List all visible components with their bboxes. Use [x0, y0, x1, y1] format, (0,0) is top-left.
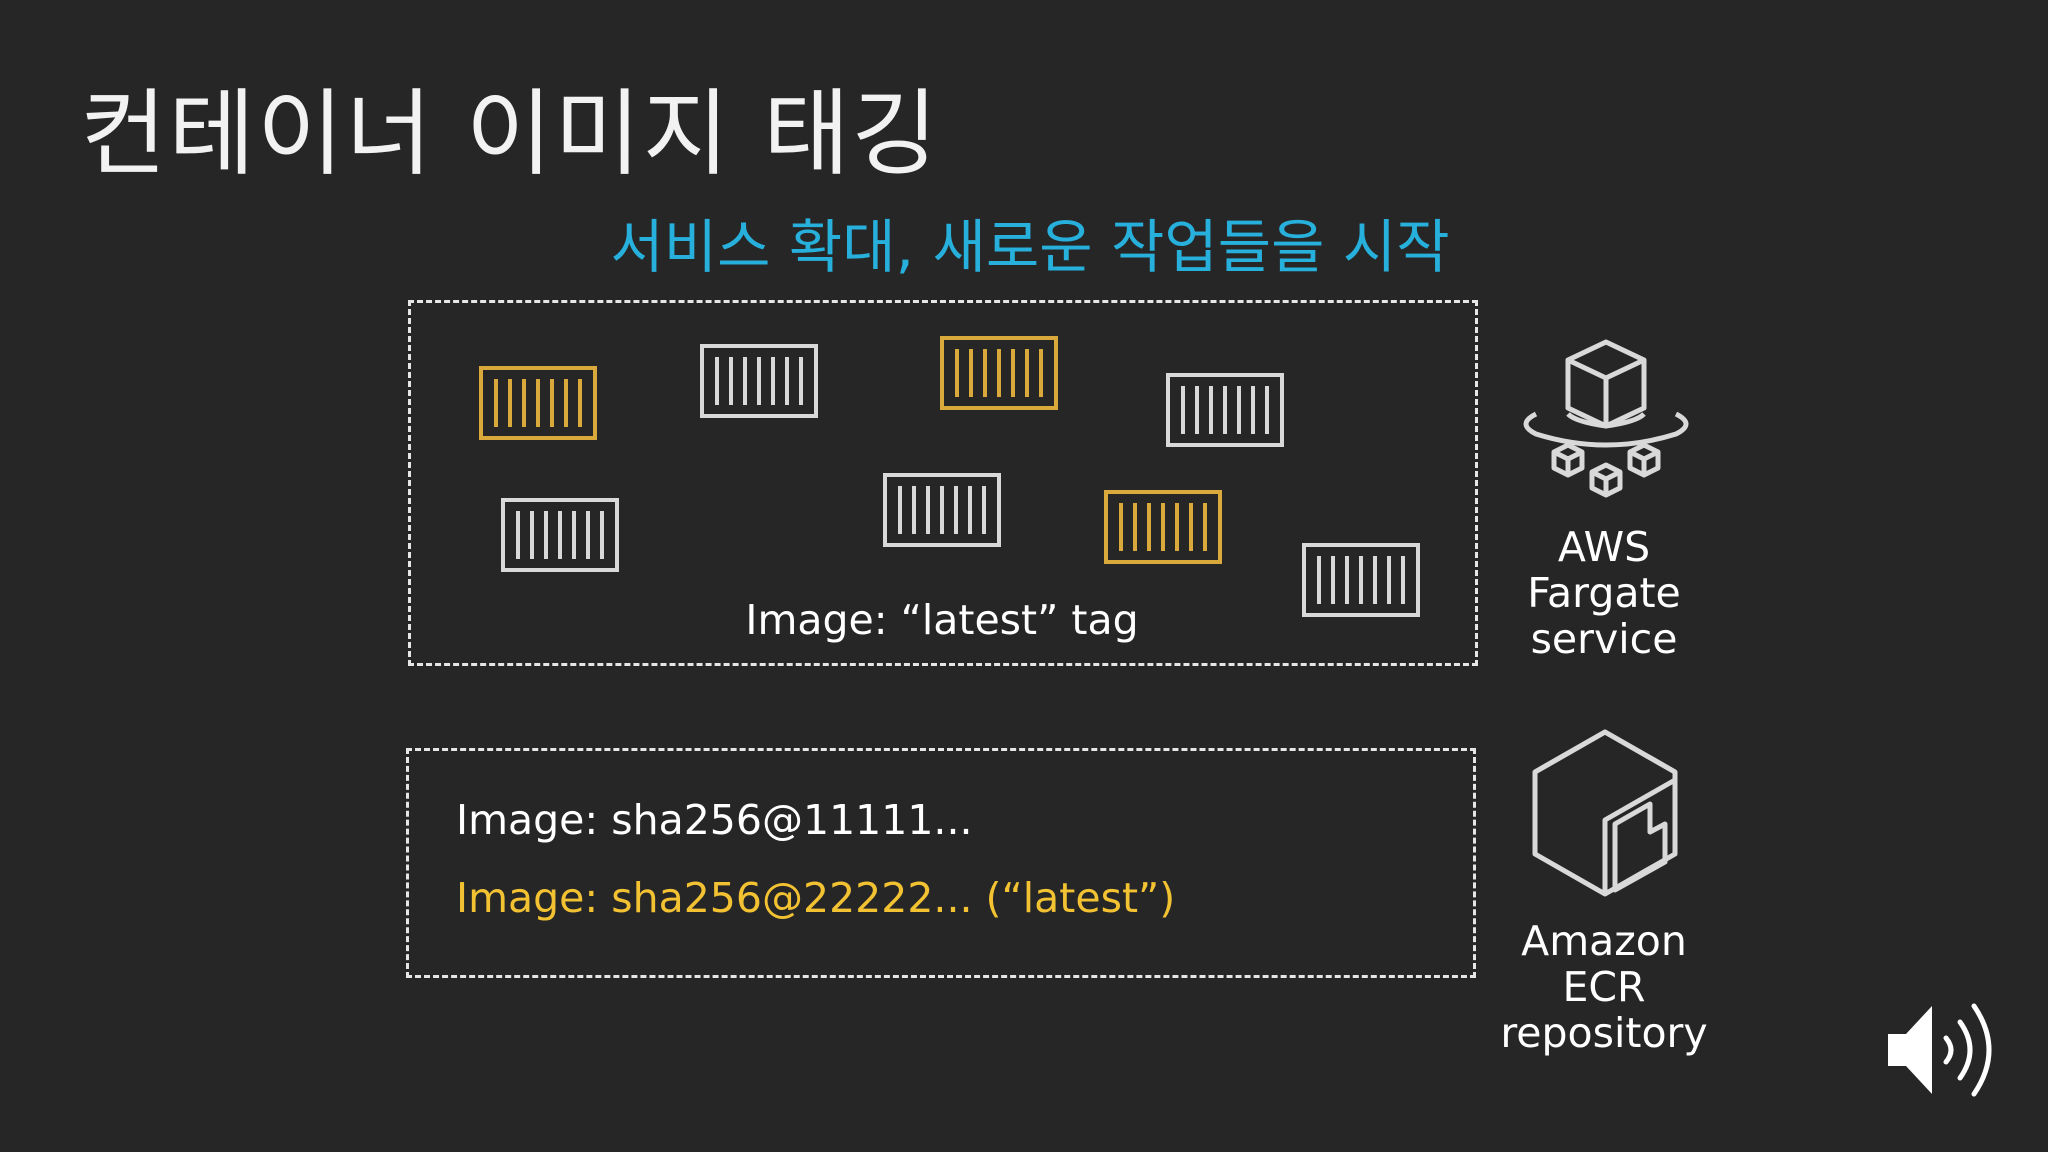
fargate-service-tasks-box	[408, 300, 1478, 666]
ecr-images-box	[406, 748, 1476, 978]
fargate-label-line1: AWS	[1557, 523, 1651, 571]
slide-title: 컨테이너 이미지 태깅	[80, 80, 941, 189]
speaker-icon[interactable]	[1884, 1000, 2004, 1100]
fargate-label: AWS Fargate service	[1474, 524, 1734, 662]
ecr-label-line2: ECR	[1562, 963, 1646, 1011]
fargate-label-line2: Fargate	[1527, 569, 1681, 617]
container-old	[700, 344, 818, 418]
image-sha-old: Image: sha256@11111...	[456, 796, 973, 844]
image-sha-latest: Image: sha256@22222... (“latest”)	[456, 874, 1176, 922]
container-latest	[479, 366, 597, 440]
container-old	[1166, 373, 1284, 447]
container-latest	[940, 336, 1058, 410]
fargate-icon	[1523, 339, 1689, 498]
ecr-label-line3: repository	[1500, 1009, 1708, 1057]
ecr-icon	[1532, 729, 1678, 897]
container-latest	[1104, 490, 1222, 564]
slide-subtitle: 서비스 확대, 새로운 작업들을 시작	[610, 213, 1450, 281]
container-old	[1302, 543, 1420, 617]
container-old	[501, 498, 619, 572]
latest-tag-label: Image: “latest” tag	[745, 596, 1139, 644]
ecr-label-line1: Amazon	[1521, 917, 1687, 965]
ecr-label: Amazon ECR repository	[1474, 918, 1734, 1056]
container-old	[883, 473, 1001, 547]
fargate-label-line3: service	[1530, 615, 1678, 663]
